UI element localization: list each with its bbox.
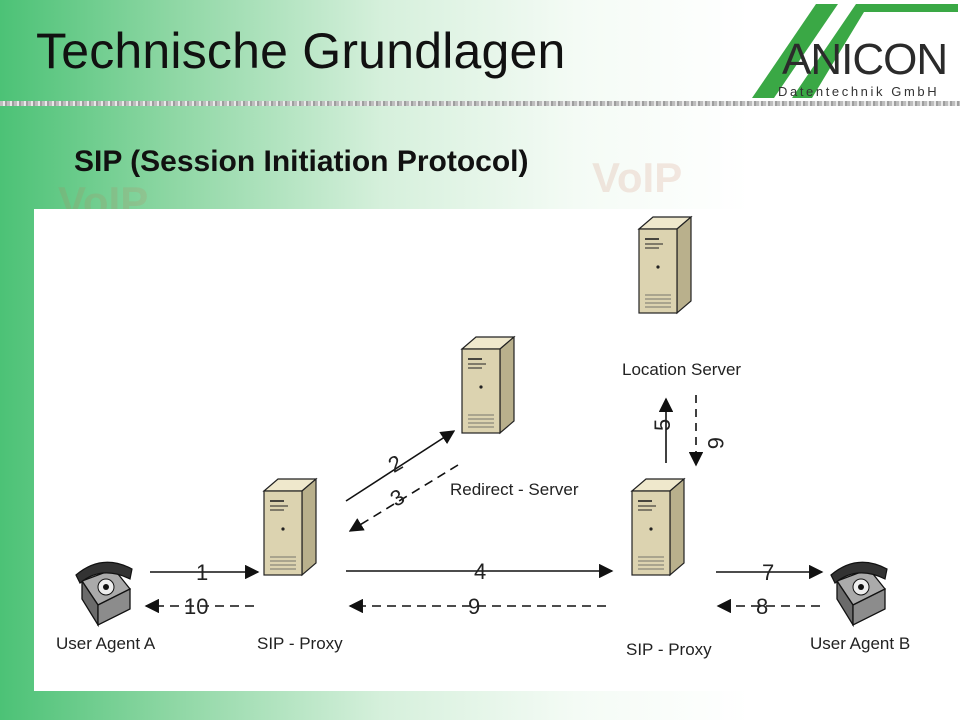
step-4-label: 4 bbox=[474, 559, 486, 584]
arrow-3 bbox=[348, 464, 459, 532]
logo-text: ANICON bbox=[782, 35, 947, 84]
telephone-a-icon bbox=[75, 561, 133, 626]
anicon-logo: ANICON Datentechnik GmbH bbox=[752, 4, 958, 99]
logo-tagline: Datentechnik GmbH bbox=[778, 84, 939, 99]
location-server-icon bbox=[638, 216, 692, 314]
sip-diagram: Location Server Redirect - Server SIP - … bbox=[34, 209, 927, 691]
step-7-label: 7 bbox=[762, 560, 774, 585]
sip-proxy-b-label: SIP - Proxy bbox=[626, 640, 712, 659]
title-divider bbox=[0, 101, 960, 106]
step-6-label: 6 bbox=[703, 437, 728, 449]
step-1-label: 1 bbox=[196, 560, 208, 585]
location-server-label: Location Server bbox=[622, 360, 741, 379]
slide-title: Technische Grundlagen bbox=[36, 23, 566, 79]
redirect-server-label: Redirect - Server bbox=[450, 480, 579, 499]
sip-proxy-b-icon bbox=[631, 478, 685, 576]
sip-proxy-a-icon bbox=[263, 478, 317, 576]
step-5-label: 5 bbox=[650, 419, 675, 431]
step-9-label: 9 bbox=[468, 594, 480, 619]
watermark-right: VoIP bbox=[592, 154, 683, 201]
sip-proxy-a-label: SIP - Proxy bbox=[257, 634, 343, 653]
arrow-2 bbox=[345, 430, 456, 502]
step-8-label: 8 bbox=[756, 594, 768, 619]
redirect-server-icon bbox=[461, 336, 515, 434]
slide-subtitle: SIP (Session Initiation Protocol) bbox=[74, 145, 529, 178]
step-10-label: 10 bbox=[184, 594, 208, 619]
user-agent-b-label: User Agent B bbox=[810, 634, 910, 653]
user-agent-a-label: User Agent A bbox=[56, 634, 156, 653]
telephone-b-icon bbox=[830, 561, 888, 626]
